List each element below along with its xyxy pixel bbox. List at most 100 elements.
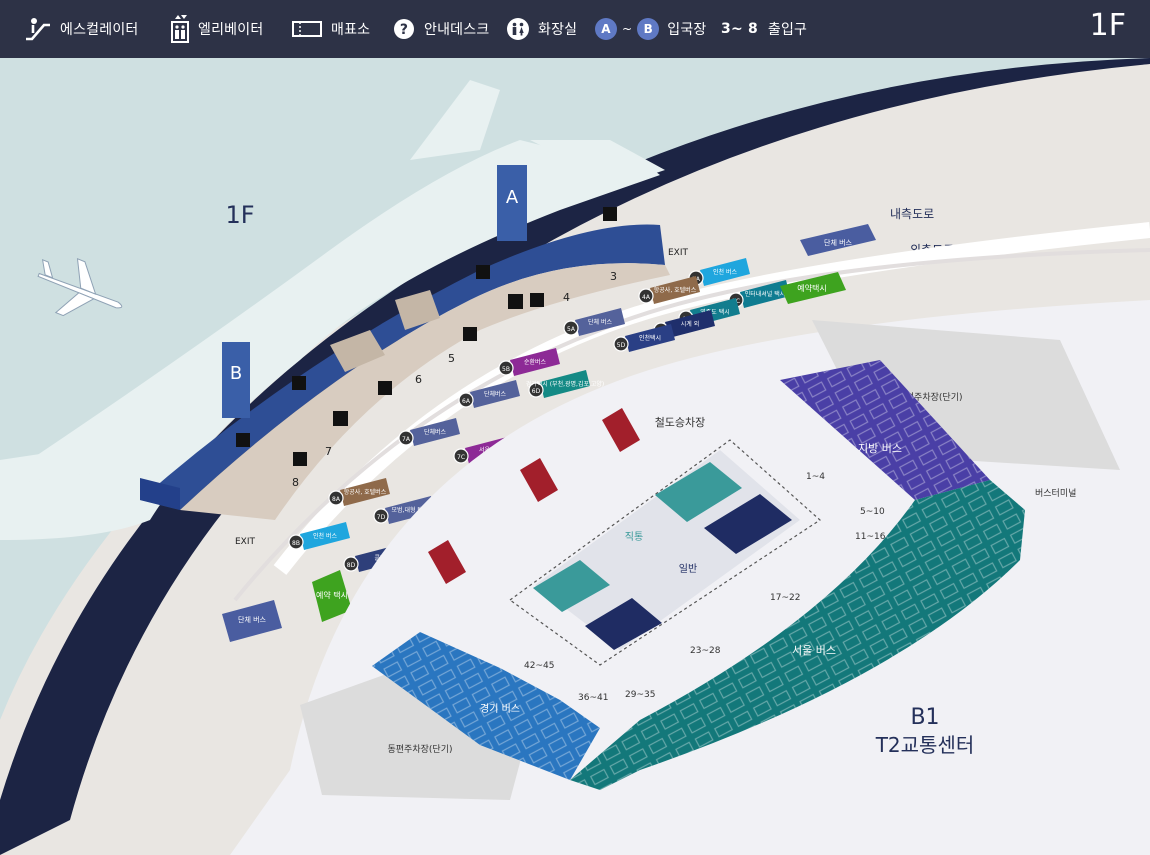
svg-text:3: 3 <box>610 270 617 283</box>
gate-range-tilde: ~ <box>622 22 633 36</box>
airplane-icon <box>37 258 123 317</box>
svg-text:?: ? <box>400 22 408 38</box>
svg-text:5A: 5A <box>567 326 576 333</box>
bay-labels: 1~4 5~10 11~16 17~22 23~28 29~35 36~41 4… <box>524 472 886 703</box>
svg-text:4: 4 <box>563 291 570 304</box>
legend-elevator: 엘리베이터 <box>170 0 263 58</box>
legend-exit-range: 3~ 8 <box>721 21 758 37</box>
svg-text:29~35: 29~35 <box>625 690 655 700</box>
svg-text:영종도 택시: 영종도 택시 <box>700 308 730 316</box>
legend-ticket-office: 매표소 <box>291 0 370 58</box>
svg-text:42~45: 42~45 <box>524 661 554 671</box>
transport-center-label: T2교통센터 <box>875 733 975 757</box>
svg-text:5~10: 5~10 <box>860 507 885 517</box>
svg-text:1~4: 1~4 <box>806 472 825 482</box>
legend-exit-label: 출입구 <box>767 22 808 38</box>
reservation-taxi-lower-block <box>312 570 352 622</box>
normal-train-platform <box>704 494 792 554</box>
stop-8b: 8B 인천 버스 <box>288 522 350 550</box>
svg-text:6A: 6A <box>462 398 471 405</box>
gate-b-label: B <box>230 363 242 384</box>
svg-text:시계 외: 시계 외 <box>681 320 699 328</box>
stair-blocks <box>330 290 440 372</box>
svg-text:5: 5 <box>448 352 455 365</box>
svg-text:7: 7 <box>325 445 332 458</box>
legend-ticket-office-label: 매표소 <box>331 22 371 38</box>
legend-info-desk: ? 안내데스크 <box>392 0 489 58</box>
svg-text:17~22: 17~22 <box>770 593 800 603</box>
direct-train-platform-lower <box>533 560 610 612</box>
svg-text:11~16: 11~16 <box>855 532 886 542</box>
stairway-blocks <box>428 408 640 584</box>
stop-5a: 5A 단체 버스 <box>563 308 625 336</box>
gyeonggi-bus-label: 경기 버스 <box>480 702 520 715</box>
terminal-building <box>140 224 665 510</box>
svg-text:7A: 7A <box>402 436 411 443</box>
legend-departure-gate-label: 입국장 <box>667 22 707 38</box>
svg-text:7C: 7C <box>457 454 465 461</box>
escalator-icon <box>26 18 50 41</box>
regional-bus-label: 지방 버스 <box>858 442 902 455</box>
airside-concourse-arm <box>410 80 665 185</box>
svg-text:경기택시 (부천,광명,김포,고양): 경기택시 (부천,광명,김포,고양) <box>526 380 605 388</box>
svg-text:단체 버스: 단체 버스 <box>588 318 612 326</box>
direct-train-label: 직통 <box>625 531 643 543</box>
rail-station-label: 철도승차장 <box>655 416 706 429</box>
gate-b-tower <box>222 342 250 418</box>
normal-train-platform-lower <box>585 598 662 650</box>
terminal-wall <box>140 478 180 510</box>
legend-departure-gates: A ~ B 입국장 <box>595 0 707 58</box>
svg-text:모범,대형 택시: 모범,대형 택시 <box>392 506 429 514</box>
restroom-icon <box>507 18 529 40</box>
group-bus-outer-block <box>800 224 876 256</box>
group-bus-outer-label: 단체 버스 <box>824 238 853 247</box>
svg-text:8D: 8D <box>347 562 356 569</box>
svg-text:23~28: 23~28 <box>690 646 721 656</box>
legend-bar: 에스컬레이터 엘리베이터 매표소 ? 안내데스크 화장실 A ~ B 입국장 3… <box>0 0 1150 58</box>
svg-text:5B: 5B <box>502 366 510 373</box>
map-floor-label: 1F <box>225 201 254 229</box>
svg-text:인천 버스: 인천 버스 <box>713 268 737 276</box>
exit-label-north: EXIT <box>668 248 689 258</box>
terminal-map: 1F B A 3 4 5 6 7 8 EXIT EXIT <box>0 58 1150 855</box>
svg-text:4A: 4A <box>642 294 651 301</box>
gate-a-label: A <box>506 187 519 208</box>
seoul-bus-label: 서울 버스 <box>792 644 836 657</box>
svg-text:8: 8 <box>292 476 299 489</box>
normal-train-label: 일반 <box>679 563 697 575</box>
info-desk-markers <box>333 294 523 426</box>
reservation-taxi-block <box>780 272 846 304</box>
svg-text:항공사, 호텔버스: 항공사, 호텔버스 <box>654 286 697 294</box>
svg-text:인터내셔널 택시: 인터내셔널 택시 <box>745 290 786 298</box>
legend-exits: 3~ 8 출입구 <box>721 0 807 58</box>
svg-text:인천택시: 인천택시 <box>639 334 661 342</box>
east-parking-label: 동편주차장(단기) <box>388 743 453 755</box>
gate-b-badge: B <box>637 18 660 40</box>
legend-info-desk-label: 안내데스크 <box>424 22 490 38</box>
legend-restroom: 화장실 <box>506 0 577 58</box>
gate-a-badge: A <box>595 18 617 40</box>
ticket-icon <box>292 21 322 37</box>
svg-text:인천 버스: 인천 버스 <box>313 532 337 540</box>
svg-text:36~41: 36~41 <box>578 693 608 703</box>
exit-label-south: EXIT <box>235 537 256 547</box>
elevator-icon <box>171 15 189 43</box>
svg-text:6: 6 <box>415 373 422 386</box>
info-desk-icon: ? <box>394 19 414 39</box>
svg-text:8B: 8B <box>292 540 300 547</box>
svg-text:6D: 6D <box>532 388 541 395</box>
inner-road <box>273 222 1150 575</box>
airside-pier <box>0 448 100 485</box>
floor-indicator: 1F <box>1089 8 1126 43</box>
direct-train-platform <box>655 462 742 522</box>
svg-text:항공사, 호텔버스: 항공사, 호텔버스 <box>344 488 387 496</box>
escalator-markers <box>293 293 544 466</box>
reservation-taxi-lower-label: 예약 택시 <box>316 590 348 600</box>
b1-label: B1 <box>910 705 939 730</box>
